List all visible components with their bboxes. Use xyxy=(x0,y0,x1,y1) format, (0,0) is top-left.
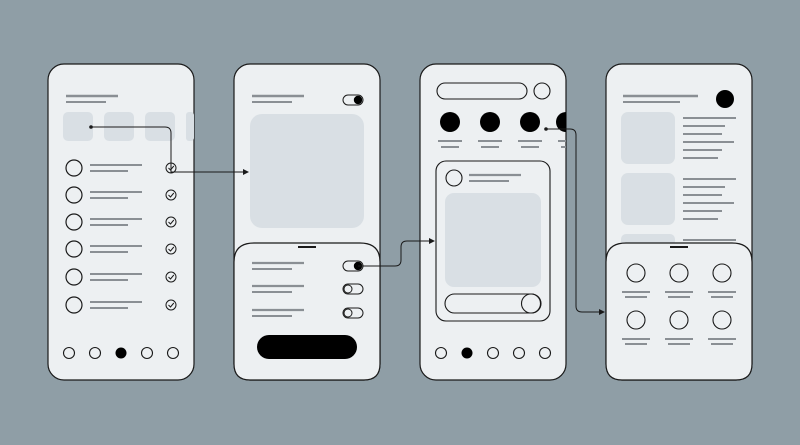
nav-dot[interactable] xyxy=(434,346,448,360)
nav-dot[interactable] xyxy=(538,346,552,360)
check-mark-icon xyxy=(168,246,175,252)
check-circle-icon[interactable] xyxy=(165,216,177,228)
screen-stories-feed xyxy=(419,63,567,381)
search-bar[interactable] xyxy=(436,82,528,100)
thumbnail[interactable] xyxy=(63,112,93,141)
toggle-track xyxy=(342,94,364,106)
article-thumbnail xyxy=(621,112,675,164)
phone-frame-1 xyxy=(47,63,195,381)
nav-dot[interactable] xyxy=(486,346,500,360)
grid-icon xyxy=(712,310,732,330)
list-rows xyxy=(65,159,177,314)
list-item[interactable] xyxy=(65,240,177,258)
story-avatar xyxy=(480,112,500,132)
story-row xyxy=(438,112,566,148)
nav-dot[interactable] xyxy=(512,346,526,360)
avatar-circle-icon xyxy=(65,159,83,177)
avatar-circle-icon xyxy=(65,296,83,314)
grid-icon xyxy=(626,310,646,330)
toggle-track[interactable] xyxy=(342,283,364,295)
settings-row[interactable] xyxy=(252,307,364,319)
nav-dot[interactable] xyxy=(62,346,76,360)
screen-list xyxy=(47,63,195,381)
connector-toggle-to-post xyxy=(358,238,435,267)
list-item[interactable] xyxy=(65,213,177,231)
toggle-knob xyxy=(343,284,353,294)
toggle-knob xyxy=(343,308,353,318)
grid-item[interactable] xyxy=(665,263,693,298)
story-item[interactable] xyxy=(478,112,502,148)
connector-dot xyxy=(89,125,93,129)
icon-grid-sheet xyxy=(605,242,753,381)
grid-item[interactable] xyxy=(622,263,650,298)
grid-icon xyxy=(626,263,646,283)
settings-row[interactable] xyxy=(252,283,364,295)
bottom-nav-1 xyxy=(62,346,180,360)
grid-icon xyxy=(669,263,689,283)
connector-list-to-media xyxy=(91,126,249,175)
grid-item[interactable] xyxy=(708,263,736,298)
post-card-frame xyxy=(435,160,551,322)
screen-media-settings xyxy=(233,63,381,381)
grid-icon xyxy=(669,310,689,330)
settings-sheet xyxy=(233,242,381,381)
article-thumbnail xyxy=(621,173,675,225)
grid-item[interactable] xyxy=(622,310,650,345)
screen-article-grid xyxy=(605,63,753,381)
article-item[interactable] xyxy=(621,173,736,225)
story-avatar xyxy=(440,112,460,132)
nav-dot[interactable] xyxy=(166,346,180,360)
grid-item[interactable] xyxy=(708,310,736,345)
story-item[interactable] xyxy=(556,112,566,148)
flow-connectors xyxy=(89,125,605,315)
check-mark-icon xyxy=(168,302,175,308)
nav-dot-active[interactable] xyxy=(115,347,127,359)
toggle-track[interactable] xyxy=(342,307,364,319)
thumbnail[interactable] xyxy=(186,112,194,141)
grid-icon xyxy=(712,263,732,283)
story-item[interactable] xyxy=(438,112,462,148)
story-avatar xyxy=(520,112,540,132)
check-circle-icon[interactable] xyxy=(165,243,177,255)
profile-icon[interactable] xyxy=(533,82,551,100)
post-card[interactable] xyxy=(435,160,551,322)
check-circle-icon[interactable] xyxy=(165,271,177,283)
check-circle-icon[interactable] xyxy=(165,189,177,201)
avatar-circle-icon xyxy=(65,213,83,231)
avatar-circle-icon xyxy=(65,240,83,258)
post-author-avatar xyxy=(445,169,463,187)
header-toggle[interactable] xyxy=(342,94,364,106)
nav-dot[interactable] xyxy=(88,346,102,360)
list-item[interactable] xyxy=(65,268,177,286)
post-action-icon[interactable] xyxy=(520,293,542,314)
avatar-circle-icon xyxy=(65,268,83,286)
check-mark-icon xyxy=(168,219,175,225)
settings-row[interactable] xyxy=(252,260,364,272)
connector-dot xyxy=(544,127,548,131)
check-mark-icon xyxy=(168,274,175,280)
toggle-knob xyxy=(353,95,363,105)
media-card-placeholder[interactable] xyxy=(250,114,364,228)
bottom-nav-3 xyxy=(434,346,552,360)
list-item[interactable] xyxy=(65,186,177,204)
check-circle-icon[interactable] xyxy=(165,299,177,311)
check-mark-icon xyxy=(168,192,175,198)
article-item[interactable] xyxy=(621,112,736,164)
story-item[interactable] xyxy=(518,112,542,148)
nav-dot[interactable] xyxy=(140,346,154,360)
story-avatar-partial xyxy=(556,112,566,132)
post-image-placeholder xyxy=(445,193,541,287)
profile-avatar[interactable] xyxy=(716,90,734,108)
connector-story-to-sheet xyxy=(546,128,605,315)
grid-item[interactable] xyxy=(665,310,693,345)
primary-button[interactable] xyxy=(257,335,357,359)
list-item[interactable] xyxy=(65,159,177,177)
nav-dot-active[interactable] xyxy=(461,347,473,359)
avatar-circle-icon xyxy=(65,186,83,204)
list-item[interactable] xyxy=(65,296,177,314)
